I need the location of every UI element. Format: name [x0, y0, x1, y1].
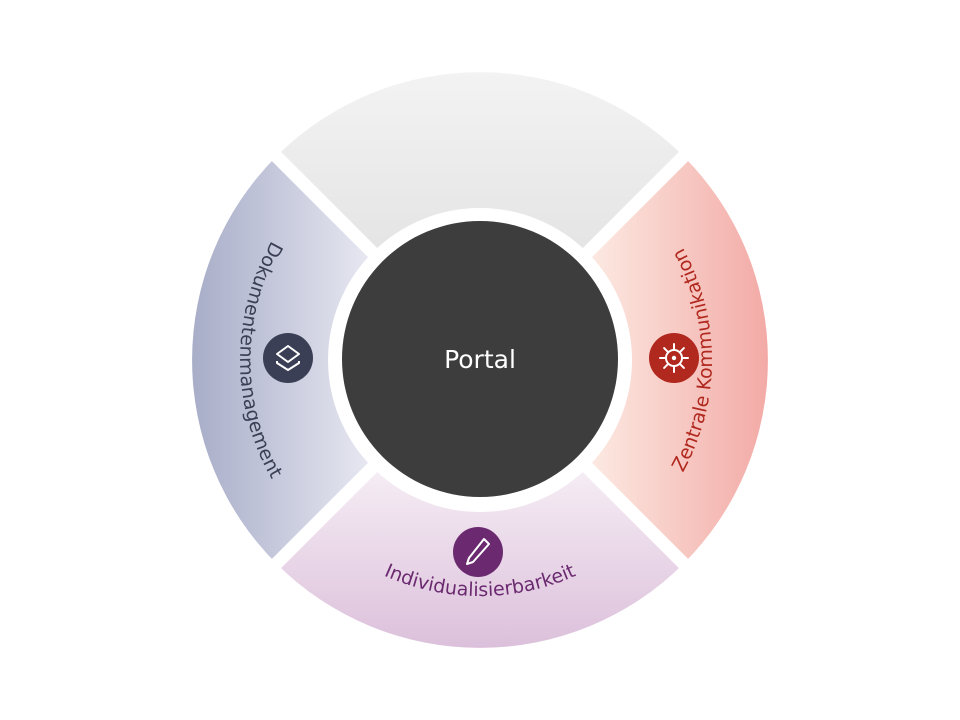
- center-circle[interactable]: [342, 221, 618, 497]
- ship-wheel-icon: [649, 333, 699, 383]
- center-label: Portal: [444, 345, 516, 374]
- segment-top[interactable]: [276, 72, 684, 254]
- layers-icon: [263, 333, 313, 383]
- pencil-icon: [453, 527, 503, 577]
